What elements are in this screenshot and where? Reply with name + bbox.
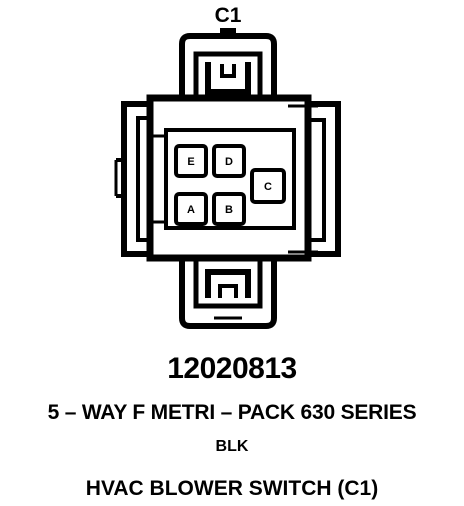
connector-diagram: E D C A B xyxy=(114,28,341,329)
pin-label-e: E xyxy=(187,156,194,168)
connector-description: 5 – WAY F METRI – PACK 630 SERIES xyxy=(47,401,417,424)
connector-name: HVAC BLOWER SWITCH (C1) xyxy=(85,477,379,500)
pin-cavity-c xyxy=(250,168,286,204)
pin-label-a: A xyxy=(187,204,195,216)
pin-cavity-b xyxy=(212,192,246,226)
pin-label-d: D xyxy=(225,156,233,168)
bottom-latch xyxy=(179,258,277,329)
pin-cavity-e xyxy=(174,144,208,178)
pin-label-c: C xyxy=(264,181,272,193)
pin-cavity-a xyxy=(174,192,208,226)
connector-label: C1 xyxy=(214,4,242,27)
connector-body xyxy=(114,94,341,262)
pin-label-b: B xyxy=(225,204,233,216)
part-number: 12020813 xyxy=(167,352,297,385)
top-latch xyxy=(179,28,277,98)
connector-color: BLK xyxy=(215,438,249,455)
pin-cavity-d xyxy=(212,144,246,178)
